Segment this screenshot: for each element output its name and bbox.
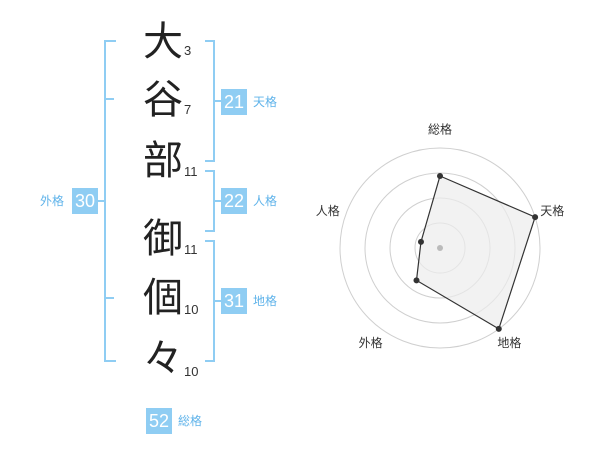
gaikaku-bracket	[104, 40, 116, 362]
gaikaku-label: 外格	[40, 194, 65, 208]
tenkaku-connector	[213, 100, 221, 102]
radar-axis-label: 外格	[359, 335, 383, 350]
gaikaku-connector	[97, 200, 105, 202]
stroke-count-3: 11	[184, 164, 198, 179]
jinkaku-connector	[213, 200, 221, 202]
name-char-4: 御	[143, 216, 183, 262]
radar-point	[437, 173, 443, 179]
radar-point	[417, 238, 424, 245]
chikaku-value-badge: 31	[221, 288, 247, 314]
stroke-count-4: 11	[184, 242, 198, 257]
radar-axis-label: 天格	[540, 203, 564, 218]
chikaku-connector	[213, 300, 221, 302]
stroke-count-2: 7	[184, 102, 192, 117]
stroke-count-6: 10	[184, 364, 199, 379]
name-char-5: 個	[143, 275, 183, 321]
tenkaku-value-badge: 21	[221, 89, 247, 115]
radar-axis-label: 地格	[497, 335, 521, 350]
tenkaku-label: 天格	[253, 95, 278, 109]
radar-axis-label: 総格	[428, 122, 452, 137]
name-char-2: 谷	[143, 77, 183, 123]
name-char-3: 部	[143, 138, 183, 184]
stroke-count-1: 3	[184, 43, 192, 58]
radar-point	[532, 214, 539, 221]
chikaku-label: 地格	[253, 294, 278, 308]
name-char-1: 大	[143, 19, 183, 65]
radar-center-dot	[437, 245, 443, 251]
gaikaku-value-badge: 30	[72, 188, 98, 214]
stroke-count-5: 10	[184, 302, 199, 317]
radar-series-area	[415, 175, 536, 330]
jinkaku-label: 人格	[253, 194, 278, 208]
soukaku-label: 総格	[178, 414, 203, 428]
name-char-6: 々	[143, 336, 183, 382]
bracket-tick-1	[104, 98, 114, 100]
radar-point	[495, 325, 502, 332]
radar-point	[413, 277, 420, 284]
jinkaku-value-badge: 22	[221, 188, 247, 214]
radar-axis-label: 人格	[316, 203, 340, 218]
radar-grid-ring	[339, 147, 541, 349]
bracket-tick-2	[104, 297, 114, 299]
soukaku-value-badge: 52	[146, 408, 172, 434]
